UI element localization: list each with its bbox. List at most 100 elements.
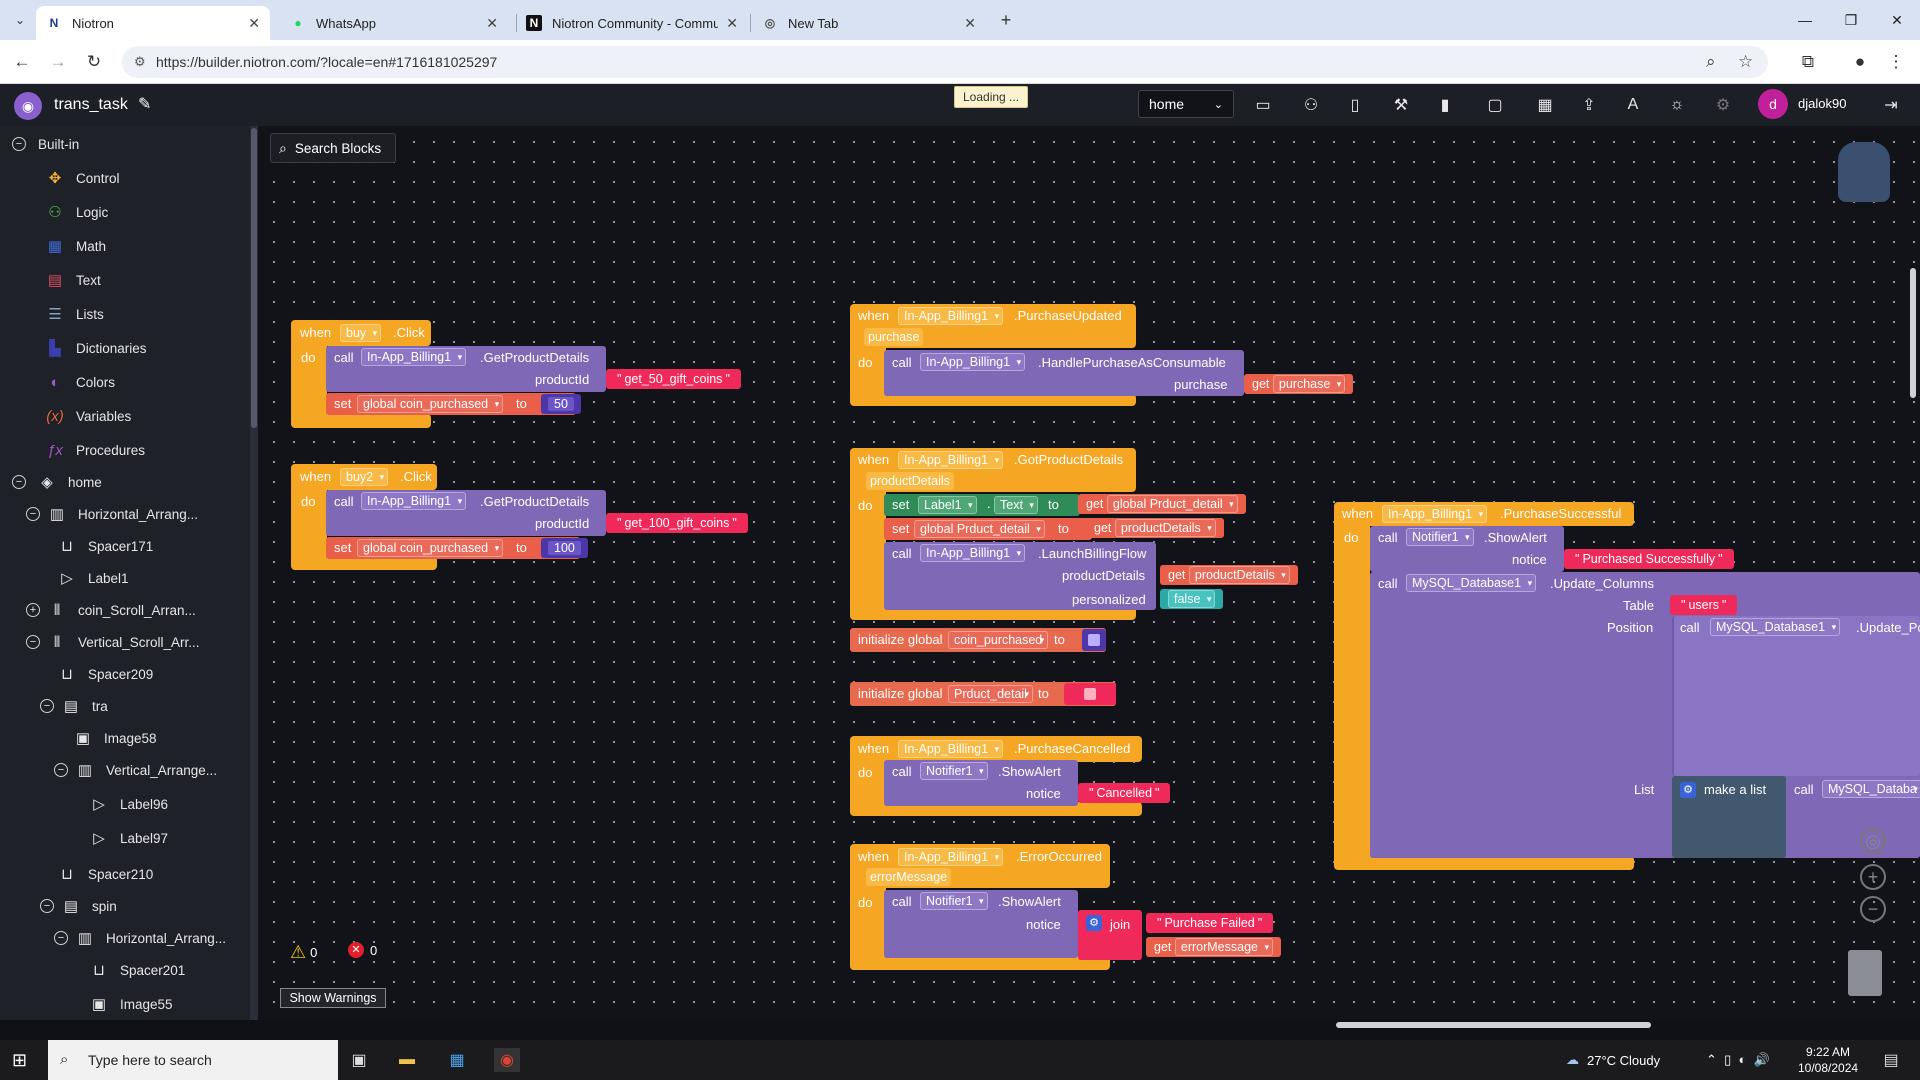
trash-icon[interactable] <box>1848 950 1882 996</box>
translate-icon[interactable]: A <box>1627 96 1639 113</box>
tree-item[interactable]: −▥Vertical_Arrange... <box>54 756 217 784</box>
collapse-icon[interactable]: − <box>26 635 40 649</box>
workspace-vertical-scrollbar[interactable] <box>1910 268 1916 398</box>
collapse-icon[interactable]: − <box>12 137 26 151</box>
taskbar-search[interactable]: ⌕ Type here to search <box>48 1040 338 1080</box>
tab-search-icon[interactable]: ⌄ <box>14 13 26 27</box>
store-icon[interactable]: ▦ <box>449 1052 465 1069</box>
extensions-icon[interactable]: ⧉ <box>1801 52 1815 71</box>
username[interactable]: djalok90 <box>1798 96 1847 111</box>
workspace-horizontal-scrollbar[interactable] <box>1336 1022 1651 1028</box>
bookmark-star-icon[interactable]: ☆ <box>1738 52 1754 71</box>
boolean-block[interactable]: false <box>1160 589 1224 609</box>
get-block[interactable]: get errorMessage <box>1146 937 1281 957</box>
tray-icons[interactable]: ⌃ ▯ ◐ 🔊 <box>1706 1052 1770 1067</box>
string-block[interactable]: "get_100_gift_coins" <box>606 513 748 533</box>
collapse-icon[interactable]: − <box>54 763 68 777</box>
expand-icon[interactable]: + <box>26 603 40 617</box>
variable-dropdown[interactable]: productDetails <box>1114 519 1216 537</box>
browser-tab-niotron[interactable]: N Niotron ✕ <box>36 6 270 40</box>
task-view-icon[interactable]: ▣ <box>351 1052 367 1069</box>
variable-name[interactable]: coin_purchased <box>948 631 1049 649</box>
sidebar-item-logic[interactable]: ⚇Logic <box>44 198 108 226</box>
component-dropdown[interactable]: In-App_Billing1 <box>361 348 467 366</box>
component-dropdown[interactable]: In-App_Billing1 <box>361 492 467 510</box>
sidebar-scrollbar[interactable] <box>250 126 258 1020</box>
minimize-icon[interactable]: — <box>1798 12 1812 28</box>
string-block[interactable] <box>1064 683 1116 705</box>
tree-item[interactable]: ▷Label1 <box>56 564 128 592</box>
avatar[interactable]: d <box>1758 89 1788 119</box>
chrome-taskbar-icon[interactable]: ◉ <box>494 1048 520 1072</box>
close-window-icon[interactable]: ✕ <box>1891 11 1903 28</box>
component-dropdown[interactable]: Notifier1 <box>920 892 988 910</box>
component-dropdown[interactable]: In-App_Billing1 <box>898 307 1004 325</box>
component-dropdown[interactable]: In-App_Billing1 <box>898 740 1004 758</box>
variable-dropdown[interactable]: global coin_purchased <box>357 539 504 557</box>
variable-dropdown[interactable]: errorMessage <box>1174 938 1273 956</box>
collapse-icon[interactable]: − <box>54 931 68 945</box>
sidebar-item-colors[interactable]: ◐Colors <box>44 368 115 396</box>
variable-dropdown[interactable]: global coin_purchased <box>357 395 504 413</box>
browser-tab-community[interactable]: N Niotron Community - Commun ✕ <box>516 6 748 40</box>
warnings-indicator[interactable]: ⚠ 0 <box>290 942 317 963</box>
pencil-icon[interactable]: ✎ <box>138 96 152 113</box>
variable-name[interactable]: Prduct_detail <box>948 685 1033 703</box>
tree-item[interactable]: −⦀Vertical_Scroll_Arr... <box>26 628 200 656</box>
designer-view-icon[interactable]: ▭ <box>1255 97 1271 114</box>
close-tab-icon[interactable]: ✕ <box>486 14 498 31</box>
builtin-section[interactable]: − Built-in <box>12 130 79 158</box>
get-block[interactable]: get productDetails <box>1086 518 1224 538</box>
collapse-icon[interactable]: − <box>26 507 40 521</box>
variable-dropdown[interactable]: productDetails <box>1188 566 1290 584</box>
component-dropdown[interactable]: In-App_Billing1 <box>1382 505 1488 523</box>
grid-icon[interactable]: ▦ <box>1537 97 1553 114</box>
notification-icon[interactable]: ▤ <box>1883 1052 1899 1069</box>
sidebar-item-text[interactable]: ▤Text <box>44 266 101 294</box>
tree-item[interactable]: ⊔Spacer209 <box>56 660 153 688</box>
string-block[interactable]: "users" <box>1670 595 1738 615</box>
collapse-icon[interactable]: − <box>40 699 54 713</box>
weather-widget[interactable]: ☁ 27°C Cloudy <box>1566 1040 1660 1080</box>
profile-icon[interactable]: ● <box>1854 52 1866 71</box>
component-dropdown[interactable]: Notifier1 <box>1406 528 1474 546</box>
blocks-view-icon[interactable]: ⚇ <box>1303 97 1319 114</box>
number-block[interactable]: 100 <box>541 538 588 558</box>
number-block[interactable]: 50 <box>541 394 581 414</box>
close-tab-icon[interactable]: ✕ <box>726 14 738 31</box>
string-block[interactable]: "get_50_gift_coins" <box>606 369 741 389</box>
component-dropdown[interactable]: Notifier1 <box>920 762 988 780</box>
tree-item[interactable]: ⊔Spacer201 <box>88 956 185 984</box>
theme-sun-icon[interactable]: ☼ <box>1669 96 1685 113</box>
sidebar-scrollbar-thumb[interactable] <box>251 128 257 428</box>
screen-selector[interactable]: home ⌄ <box>1138 90 1234 118</box>
browser-tab-whatsapp[interactable]: ● WhatsApp ✕ <box>280 6 508 40</box>
tree-item[interactable]: ⊔Spacer171 <box>56 532 153 560</box>
tree-item[interactable]: ▣Image58 <box>72 724 157 752</box>
component-dropdown[interactable]: buy <box>340 324 382 342</box>
new-tab-icon[interactable]: + <box>1000 9 1012 30</box>
mutator-gear-icon[interactable]: ⚙ <box>1086 915 1102 931</box>
site-info-icon[interactable]: ⚙ <box>134 54 146 69</box>
forward-icon[interactable]: → <box>49 52 67 71</box>
property-dropdown[interactable]: Text <box>994 496 1038 514</box>
folder-icon[interactable]: ▢ <box>1487 97 1503 114</box>
show-warnings-button[interactable]: Show Warnings <box>280 988 386 1008</box>
zoom-out-icon[interactable]: − <box>1860 896 1886 922</box>
sidebar-item-math[interactable]: ▦Math <box>44 232 106 260</box>
restore-icon[interactable]: ❐ <box>1844 11 1858 28</box>
search-blocks-button[interactable]: ⌕ Search Blocks <box>270 133 396 163</box>
tree-item[interactable]: ▷Label96 <box>88 790 168 818</box>
component-dropdown[interactable]: In-App_Billing1 <box>920 353 1026 371</box>
settings-gear-icon[interactable]: ⚙ <box>1715 97 1731 114</box>
string-block[interactable]: "Purchase Failed" <box>1146 913 1274 933</box>
windows-start-icon[interactable]: ⊞ <box>12 1050 28 1070</box>
collapse-icon[interactable]: − <box>40 899 54 913</box>
component-dropdown[interactable]: MySQL_Databa <box>1822 780 1920 798</box>
sidebar-item-control[interactable]: ✥Control <box>44 164 120 192</box>
browser-tab-newtab[interactable]: ◎ New Tab ✕ <box>752 6 986 40</box>
event-parameter[interactable]: productDetails <box>866 472 954 490</box>
collapse-icon[interactable]: − <box>12 475 26 489</box>
tree-item[interactable]: −▤spin <box>40 892 117 920</box>
event-parameter[interactable]: purchase <box>864 328 924 346</box>
